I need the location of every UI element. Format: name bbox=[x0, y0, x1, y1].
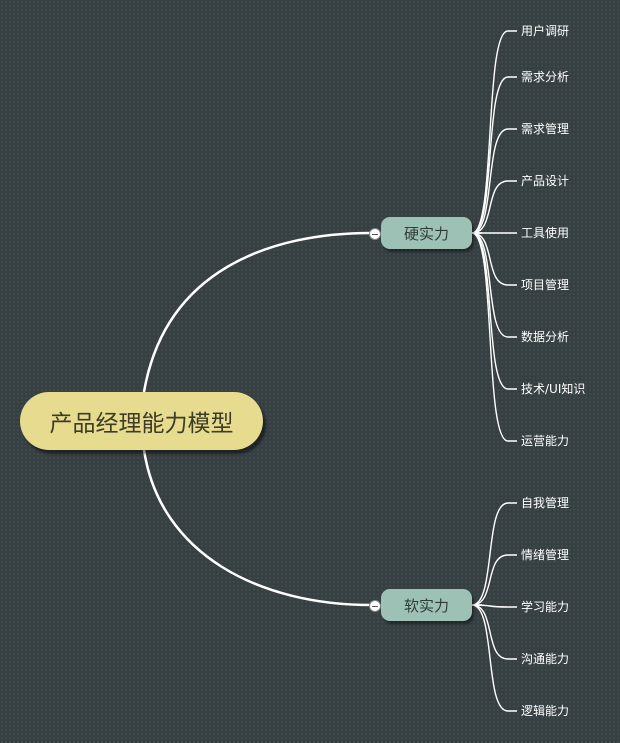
leaf-connector bbox=[471, 232, 517, 442]
leaf-connectors bbox=[470, 30, 517, 712]
leaf-topic[interactable]: 工具使用 bbox=[521, 226, 570, 240]
branch-topic-soft-skills[interactable]: 软实力 bbox=[381, 589, 472, 621]
leaf-topic[interactable]: 需求分析 bbox=[521, 70, 570, 84]
branch-topic-label: 硬实力 bbox=[403, 224, 449, 243]
connector-root-to-hard bbox=[142, 231, 372, 393]
connector-root-to-soft bbox=[142, 449, 372, 607]
leaf-connector bbox=[471, 604, 517, 660]
leaf-topic[interactable]: 项目管理 bbox=[521, 278, 570, 292]
root-topic-label: 产品经理能力模型 bbox=[49, 411, 234, 437]
leaf-connector bbox=[471, 232, 517, 390]
leaf-topic[interactable]: 数据分析 bbox=[521, 330, 570, 344]
leaf-connector bbox=[471, 128, 517, 234]
leaf-connector bbox=[471, 232, 517, 286]
leaf-topic[interactable]: 用户调研 bbox=[521, 24, 570, 38]
leaf-connector bbox=[471, 502, 517, 606]
branch-topic-hard-skills[interactable]: 硬实力 bbox=[381, 217, 472, 249]
collapse-soft-skills-button[interactable] bbox=[369, 600, 381, 612]
leaf-topic[interactable]: 运营能力 bbox=[521, 434, 570, 448]
leaf-topic[interactable]: 逻辑能力 bbox=[521, 704, 570, 718]
leaf-topic[interactable]: 情绪管理 bbox=[521, 548, 570, 562]
leaf-connector bbox=[471, 604, 517, 712]
branch-topic-label: 软实力 bbox=[403, 596, 449, 615]
leaf-topic[interactable]: 产品设计 bbox=[521, 174, 570, 188]
root-topic[interactable]: 产品经理能力模型 bbox=[20, 392, 263, 450]
collapse-hard-skills-button[interactable] bbox=[369, 228, 381, 240]
leaf-topic[interactable]: 学习能力 bbox=[521, 600, 570, 614]
leaf-connector bbox=[471, 30, 517, 234]
leaf-connector bbox=[471, 76, 517, 234]
leaf-connector bbox=[471, 232, 517, 338]
leaf-connector bbox=[471, 180, 517, 234]
leaf-topic[interactable]: 技术/UI知识 bbox=[521, 382, 586, 396]
leaf-connector bbox=[471, 554, 517, 606]
leaf-topic[interactable]: 需求管理 bbox=[521, 122, 570, 136]
leaf-topic[interactable]: 沟通能力 bbox=[521, 652, 570, 666]
leaf-topic[interactable]: 自我管理 bbox=[521, 496, 570, 510]
